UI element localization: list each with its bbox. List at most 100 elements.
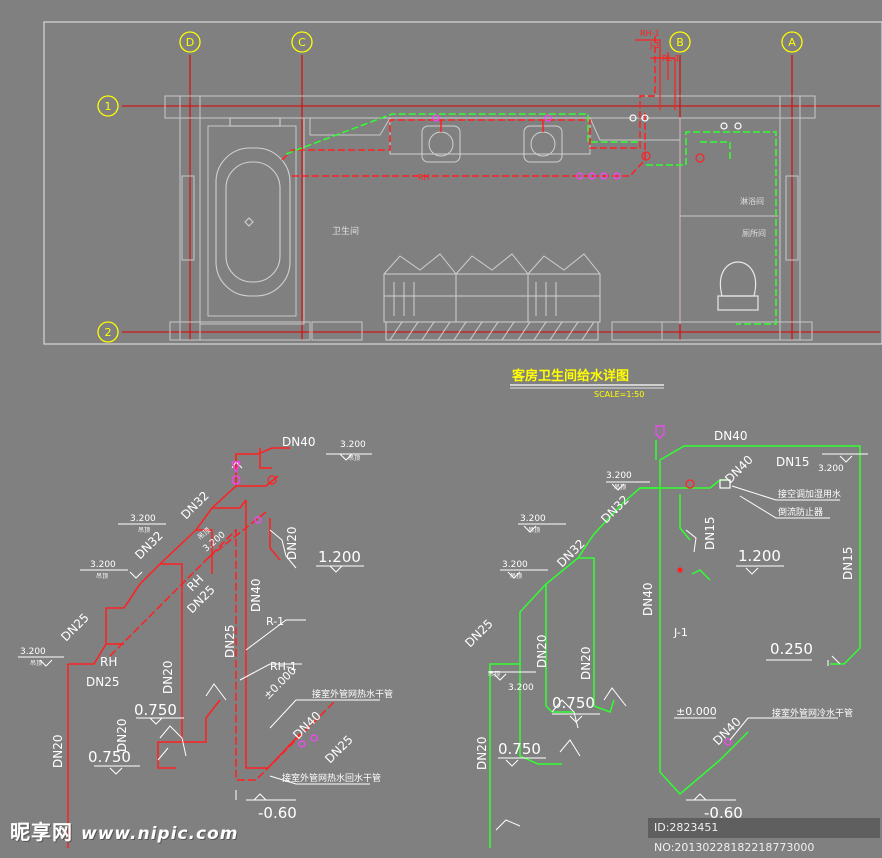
grid-bubble-2: 2 — [97, 321, 119, 343]
plan-frame — [43, 21, 882, 345]
grid-bubble-c: C — [291, 31, 313, 53]
left-elev-neg: -0.60 — [258, 804, 297, 822]
left-hot-supply — [67, 447, 301, 848]
left-small-label-2: 吊顶 — [138, 527, 150, 534]
right-dn20-c: DN20 — [475, 737, 489, 771]
right-elev-3200-top: 3.200 — [818, 464, 844, 474]
toilet — [717, 261, 759, 311]
right-valve-symbols — [655, 425, 732, 746]
grid-label-1: 1 — [105, 100, 112, 113]
left-elev-3200-a: 3.200 — [130, 514, 156, 524]
left-dn40-top: DN40 — [282, 435, 316, 449]
left-dn25-c: DN25 — [86, 675, 120, 689]
grid-label-c: C — [298, 36, 306, 49]
grid-bubble-1: 1 — [97, 95, 119, 117]
riser-label-rl1: RL-1 — [662, 54, 680, 63]
room-label-bathroom: 卫生间 — [332, 225, 359, 237]
right-elev-1200: 1.200 — [738, 547, 781, 565]
right-j1-label: J-1 — [673, 626, 688, 639]
left-elev-3200-c: 3.200 — [20, 647, 46, 657]
valve-markers — [432, 114, 742, 180]
left-elev-1200: 1.200 — [318, 548, 361, 566]
grid-label-2: 2 — [105, 326, 112, 339]
left-dn32-a: DN32 — [178, 489, 212, 523]
right-elev-3200-c: 3.200 — [502, 560, 528, 570]
right-elev-zero: ±0.000 — [676, 705, 717, 718]
left-note-hot-main: 接室外管网热水干管 — [312, 688, 393, 700]
left-small-label-1: 吊顶 — [348, 455, 360, 462]
left-dn25-vert: DN25 — [223, 625, 237, 659]
drawing-title: 客房卫生间给水详图 SCALE=1:50 — [510, 368, 664, 399]
watermark-brand: 昵享网 — [10, 820, 73, 844]
left-axonometric: DN40 3.200 吊顶 3.200 吊顶 3.200 吊顶 3.200 吊顶… — [18, 435, 393, 848]
grid-lines — [122, 55, 880, 340]
grid-label-d: D — [186, 36, 194, 49]
title-main: 客房卫生间给水详图 — [512, 368, 629, 384]
title-scale: SCALE=1:50 — [594, 390, 644, 399]
grid-bubble-a: A — [781, 31, 803, 53]
riser-label-rh1: RH-1 — [640, 29, 660, 38]
right-note-backflow: 倒流防止器 — [778, 506, 823, 518]
left-small-label-4: 吊顶 — [30, 660, 42, 667]
grid-label-b: B — [676, 36, 684, 49]
left-valve-symbols — [231, 461, 318, 748]
grid-label-a: A — [788, 36, 796, 49]
left-note-hot-return: 接室外管网热水回水干管 — [282, 772, 381, 784]
left-rh1-label: RH-1 — [270, 660, 297, 673]
left-dn40-vert: DN40 — [249, 579, 263, 613]
right-small-label-4: 吊顶 — [488, 671, 500, 678]
left-small-label-3: 吊顶 — [96, 573, 108, 580]
right-elev-3200-d: 3.200 — [508, 683, 534, 693]
grid-bubble-b: B — [669, 31, 691, 53]
right-dn40-diag: DN40 — [722, 453, 756, 487]
right-dn20-a: DN20 — [535, 635, 549, 669]
left-dn20-d: DN20 — [285, 527, 299, 561]
right-dn40-low: DN40 — [710, 715, 744, 749]
plan-labels: RH-1 J-1 RL-1 RH 卫生间 淋浴间 厕所间 — [332, 29, 766, 238]
right-dn25: DN25 — [462, 617, 496, 651]
right-small-label-3: 吊顶 — [510, 573, 522, 580]
right-elev-0750-a: 0.750 — [552, 694, 595, 712]
image-id-bar: ID:2823451 NO:20130228182218773000 — [648, 818, 880, 854]
left-elev-3200-top: 3.200 — [340, 440, 366, 450]
left-r1-label: R-1 — [266, 615, 284, 628]
right-note-cold-main: 接室外管网冷水干管 — [772, 707, 853, 719]
left-fixture-branches — [157, 461, 297, 761]
plan-pipe-label-rh: RH — [418, 173, 430, 182]
right-note-ac: 接空调加湿用水 — [778, 488, 841, 500]
right-small-label-1: 吊顶 — [614, 484, 626, 491]
left-dn20-a: DN20 — [51, 735, 65, 769]
right-dn15-right: DN15 — [841, 547, 855, 581]
right-dn20-b: DN20 — [579, 647, 593, 681]
cold-water-piping — [285, 113, 777, 325]
left-elev-3200-b: 3.200 — [90, 560, 116, 570]
shelving-unit — [383, 253, 601, 341]
left-hot-return — [109, 511, 337, 781]
right-small-label-2: 吊顶 — [528, 527, 540, 534]
right-elev-0250: 0.250 — [770, 640, 813, 658]
left-dn25-diag: DN25 — [322, 733, 356, 767]
left-leaders — [18, 453, 380, 801]
right-fixture-branches — [495, 529, 841, 831]
hot-water-piping — [281, 36, 676, 177]
right-leaders — [488, 453, 868, 801]
vanity-counter — [389, 117, 591, 163]
right-elev-3200-a: 3.200 — [606, 471, 632, 481]
right-dn15-top: DN15 — [776, 455, 810, 469]
room-label-3: 厕所间 — [742, 228, 766, 238]
right-dn32-a: DN32 — [598, 493, 632, 527]
right-elev-neg: -0.60 — [704, 804, 743, 822]
right-dn40-vert: DN40 — [641, 583, 655, 617]
right-dn40-top: DN40 — [714, 429, 748, 443]
right-dn32-b: DN32 — [554, 537, 588, 571]
left-texts: DN40 3.200 吊顶 3.200 吊顶 3.200 吊顶 3.200 吊顶… — [20, 435, 393, 822]
left-elev-0750-a: 0.750 — [134, 701, 177, 719]
floor-plan: D C B A 1 2 — [43, 21, 882, 345]
left-dn25-a: DN25 — [58, 611, 92, 645]
room-label-2: 淋浴间 — [740, 196, 764, 206]
right-elev-3200-b: 3.200 — [520, 514, 546, 524]
left-dn20-c: DN20 — [161, 661, 175, 695]
bathtub — [215, 117, 291, 297]
